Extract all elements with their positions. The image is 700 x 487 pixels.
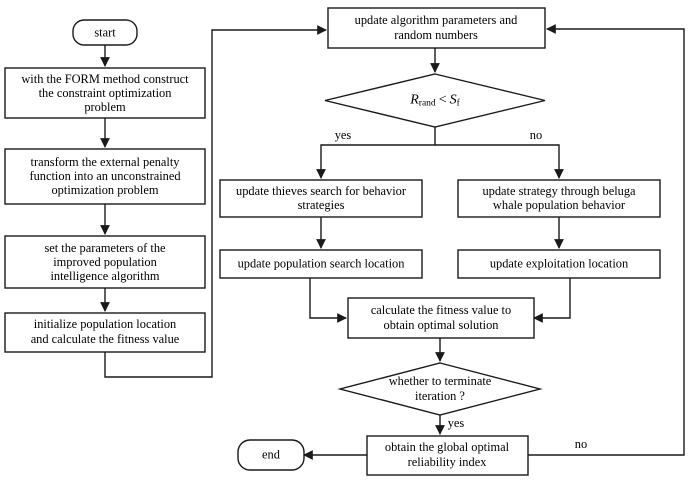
node-calculate-fitness-line1: calculate the fitness value to — [371, 303, 511, 317]
node-end-label: end — [262, 447, 281, 461]
node-set-parameters-line2: improved population — [53, 255, 157, 269]
node-start[interactable]: start — [72, 19, 138, 46]
node-update-algorithm-shape[interactable] — [327, 7, 546, 49]
condition-lhs: R — [409, 93, 419, 108]
condition-lhs-sub: rand — [419, 99, 436, 109]
node-initialize-population[interactable]: initialize population location and calcu… — [4, 312, 206, 353]
condition-operator: < — [439, 93, 447, 108]
node-update-thieves-line1: update thieves search for behavior — [236, 184, 407, 198]
edge-label-terminate-yes: yes — [448, 416, 465, 430]
node-condition-terminate-shape[interactable] — [337, 362, 543, 416]
node-update-algorithm[interactable]: update algorithm parameters and random n… — [327, 7, 546, 49]
node-update-thieves-line2: strategies — [298, 198, 345, 212]
node-transform-penalty-shape[interactable] — [4, 148, 206, 205]
node-condition-rand-expression: Rrand<Sf — [409, 93, 460, 109]
node-set-parameters-line3: intelligence algorithm — [50, 269, 159, 283]
node-initialize-population-line1: initialize population location — [34, 317, 176, 331]
node-update-exploitation[interactable]: update exploitation location — [457, 249, 661, 279]
node-calculate-fitness-line2: obtain optimal solution — [384, 318, 499, 332]
node-update-algorithm-line1: update algorithm parameters and — [355, 13, 519, 27]
edge-popsearch-to-calculate — [309, 278, 347, 323]
node-update-beluga[interactable]: update strategy through beluga whale pop… — [457, 179, 661, 218]
edge-exploitation-to-calculate — [533, 278, 571, 323]
node-update-population-search[interactable]: update population search location — [219, 249, 423, 279]
node-obtain-optimal[interactable]: obtain the global optimal reliability in… — [366, 435, 529, 476]
node-update-exploitation-shape[interactable] — [457, 249, 661, 279]
edge-condition-yes-to-thieves — [316, 127, 436, 179]
node-initialize-population-shape[interactable] — [4, 312, 206, 353]
node-update-beluga-shape[interactable] — [457, 179, 661, 218]
node-condition-terminate-line2: iteration ? — [415, 389, 465, 403]
node-initialize-population-line2: and calculate the fitness value — [31, 332, 180, 346]
node-condition-rand[interactable]: Rrand<Sf — [324, 73, 546, 128]
node-update-exploitation-line1: update exploitation location — [490, 256, 628, 270]
node-set-parameters[interactable]: set the parameters of the improved popul… — [4, 235, 206, 289]
node-update-thieves[interactable]: update thieves search for behavior strat… — [219, 179, 423, 218]
condition-rhs: S — [450, 93, 457, 108]
node-start-label: start — [94, 25, 116, 39]
node-form-construct-line1: with the FORM method construct — [21, 72, 189, 86]
node-transform-penalty-line1: transform the external penalty — [31, 155, 181, 169]
node-condition-terminate-line1: whether to terminate — [389, 374, 492, 388]
node-obtain-optimal-line2: reliability index — [408, 455, 488, 469]
node-transform-penalty-line2: function into an unconstrained — [29, 169, 181, 183]
edge-initialize-to-update-algorithm — [104, 25, 327, 378]
node-update-algorithm-line2: random numbers — [394, 28, 478, 42]
node-update-population-search-line1: update population search location — [238, 256, 405, 270]
node-set-parameters-shape[interactable] — [4, 235, 206, 289]
node-form-construct-line3: problem — [84, 100, 126, 114]
node-update-thieves-shape[interactable] — [219, 179, 423, 218]
node-form-construct-shape[interactable] — [4, 67, 206, 119]
node-transform-penalty[interactable]: transform the external penalty function … — [4, 148, 206, 205]
node-end[interactable]: end — [237, 439, 305, 471]
node-form-construct[interactable]: with the FORM method construct the const… — [4, 67, 206, 119]
edge-label-layer: yes no yes no — [335, 128, 587, 451]
node-start-shape[interactable] — [72, 19, 138, 46]
node-calculate-fitness[interactable]: calculate the fitness value to obtain op… — [347, 297, 535, 339]
node-end-shape[interactable] — [237, 439, 305, 471]
edge-terminate-no-to-updatealg — [528, 24, 685, 456]
node-update-beluga-line1: update strategy through beluga — [482, 184, 636, 198]
edge-label-yes: yes — [335, 128, 352, 142]
edge-label-no: no — [530, 128, 542, 142]
node-layer: start with the FORM method construct the… — [4, 7, 661, 476]
node-obtain-optimal-line1: obtain the global optimal — [385, 440, 510, 454]
node-calculate-fitness-shape[interactable] — [347, 297, 535, 339]
node-update-population-search-shape[interactable] — [219, 249, 423, 279]
edge-layer — [100, 24, 685, 460]
node-form-construct-line2: the constraint optimization — [39, 86, 172, 100]
condition-rhs-sub: f — [457, 98, 461, 109]
node-set-parameters-line1: set the parameters of the — [44, 241, 166, 255]
edge-condition-no-to-beluga — [435, 144, 564, 179]
edge-label-terminate-no: no — [575, 437, 587, 451]
node-update-beluga-line2: whale population behavior — [493, 198, 626, 212]
node-condition-terminate[interactable]: whether to terminate iteration ? — [337, 362, 543, 416]
node-obtain-optimal-shape[interactable] — [366, 435, 529, 476]
node-condition-rand-shape[interactable] — [324, 73, 546, 128]
node-transform-penalty-line3: optimization problem — [51, 183, 158, 197]
